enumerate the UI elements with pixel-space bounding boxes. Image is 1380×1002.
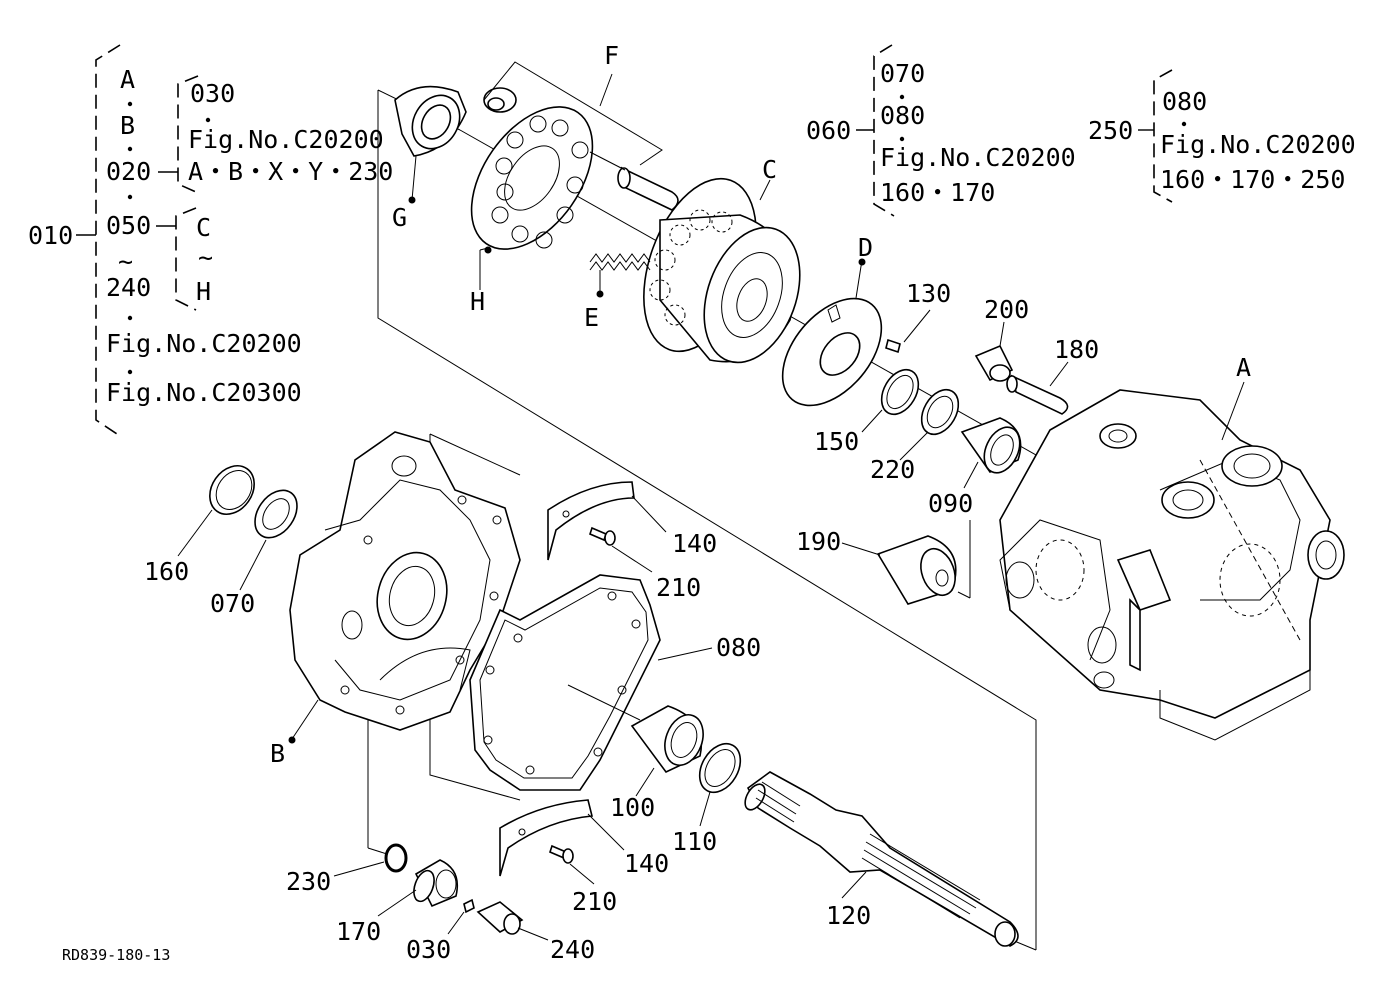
part-080-gasket xyxy=(469,574,713,791)
group-060-item-070: 070 xyxy=(880,59,925,88)
part-180-pin xyxy=(1006,361,1069,415)
part-100-bushing xyxy=(630,705,704,797)
part-200-sleeve xyxy=(974,321,1014,382)
group-010-bracket: 010 A B 020 050 ~ 240 Fig.No.C20200 Fig.… xyxy=(28,44,302,437)
group-010-fig-c20300: Fig.No.C20300 xyxy=(106,378,302,407)
group-250-parts: 160・170・250 xyxy=(1160,165,1345,194)
label-170: 170 xyxy=(336,917,381,946)
group-050-item-h: H xyxy=(196,277,211,306)
group-250-bracket: 250 080 Fig.No.C20200 160・170・250 xyxy=(1088,69,1356,203)
group-250-fig: Fig.No.C20200 xyxy=(1160,130,1356,159)
label-f: F xyxy=(604,41,619,70)
label-h: H xyxy=(470,287,485,316)
group-050-bracket: C ~ H xyxy=(156,207,213,311)
part-a-pump-housing xyxy=(999,381,1345,741)
part-230-o-ring xyxy=(333,843,408,877)
group-010-item-240: 240 xyxy=(106,273,151,302)
part-140-upper-shim xyxy=(547,481,667,561)
group-060-code: 060 xyxy=(806,116,851,145)
label-210-upper: 210 xyxy=(656,573,701,602)
group-010-tilde: ~ xyxy=(118,247,133,276)
group-050-item-c: C xyxy=(196,213,211,242)
label-b: B xyxy=(270,739,285,768)
part-220-ring xyxy=(899,388,960,461)
group-020-fig: Fig.No.C20200 xyxy=(188,125,384,154)
group-010-code: 010 xyxy=(28,221,73,250)
group-010-fig-c20200: Fig.No.C20200 xyxy=(106,329,302,358)
label-220: 220 xyxy=(870,455,915,484)
label-070: 070 xyxy=(210,589,255,618)
label-090: 090 xyxy=(928,489,973,518)
group-060-parts: 160・170 xyxy=(880,178,995,207)
part-210-upper-screw xyxy=(589,526,653,573)
part-e-spring xyxy=(589,253,651,298)
group-060-fig: Fig.No.C20200 xyxy=(880,143,1076,172)
group-250-code: 250 xyxy=(1088,116,1133,145)
label-030: 030 xyxy=(406,935,451,964)
label-190: 190 xyxy=(796,527,841,556)
label-130: 130 xyxy=(906,279,951,308)
group-010-item-050: 050 xyxy=(106,211,151,240)
label-100: 100 xyxy=(610,793,655,822)
part-240-pin xyxy=(476,901,549,941)
part-090-bushing xyxy=(960,417,1022,489)
part-g-bearing-seal xyxy=(394,85,467,204)
label-160: 160 xyxy=(144,557,189,586)
part-b-gear-case xyxy=(288,431,521,744)
part-d-swash-plate xyxy=(781,258,883,407)
label-c: C xyxy=(762,155,777,184)
part-c-cylinder-block xyxy=(643,177,801,364)
group-010-item-020: 020 xyxy=(106,157,151,186)
group-060-bracket: 060 070 080 Fig.No.C20200 160・170 xyxy=(806,44,1076,217)
part-160-snap-ring xyxy=(177,465,255,557)
label-e: E xyxy=(584,303,599,332)
label-g: G xyxy=(392,203,407,232)
label-180: 180 xyxy=(1054,335,1099,364)
label-a: A xyxy=(1236,353,1251,382)
group-250-item-080: 080 xyxy=(1162,87,1207,116)
label-200: 200 xyxy=(984,295,1029,324)
label-140-upper: 140 xyxy=(672,529,717,558)
part-140-lower-shim xyxy=(499,799,625,877)
part-130-pin xyxy=(885,309,931,354)
part-110-ring xyxy=(698,742,742,827)
group-020-parts: A・B・X・Y・230 xyxy=(188,157,393,186)
group-020-bracket: 030 Fig.No.C20200 A・B・X・Y・230 xyxy=(158,75,393,193)
label-140-lower: 140 xyxy=(624,849,669,878)
label-230: 230 xyxy=(286,867,331,896)
label-120: 120 xyxy=(826,901,871,930)
part-150-ring xyxy=(861,368,920,433)
group-010-item-b: B xyxy=(120,111,135,140)
part-120-shaft xyxy=(744,771,1019,947)
part-070-oil-seal xyxy=(239,489,298,591)
part-f-valve-plate xyxy=(470,61,679,290)
group-010-item-a: A xyxy=(120,65,135,94)
part-190-bushing xyxy=(841,535,957,605)
group-050-tilde: ~ xyxy=(198,243,213,272)
group-060-item-080: 080 xyxy=(880,101,925,130)
label-240: 240 xyxy=(550,935,595,964)
label-110: 110 xyxy=(672,827,717,856)
group-020-item-030: 030 xyxy=(190,79,235,108)
label-080: 080 xyxy=(716,633,761,662)
part-030-pin xyxy=(447,898,475,935)
part-210-lower-screw xyxy=(549,844,595,885)
label-210-lower: 210 xyxy=(572,887,617,916)
label-150: 150 xyxy=(814,427,859,456)
drawing-code: RD839-180-13 xyxy=(62,946,170,964)
part-170-plug xyxy=(377,859,459,917)
label-d: D xyxy=(858,233,873,262)
